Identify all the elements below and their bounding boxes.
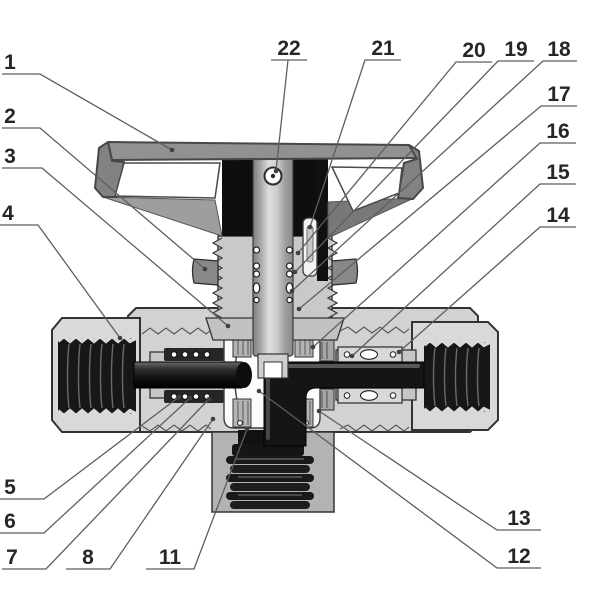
thread-zigzag-bottom-right xyxy=(339,424,410,432)
callout-label-18: 18 xyxy=(547,38,571,61)
callout-leader-11 xyxy=(146,428,248,570)
stem xyxy=(252,155,294,379)
callout-label-17: 17 xyxy=(547,83,570,106)
callout-leader-3 xyxy=(2,167,229,327)
callout-leader-21 xyxy=(309,59,401,228)
callout-anchor-2 xyxy=(202,266,208,272)
callout-label-19: 19 xyxy=(504,38,527,61)
thread-zigzag-top-right xyxy=(339,326,410,334)
callout-anchor-12 xyxy=(256,388,262,394)
handle-left-opening xyxy=(114,162,221,199)
stem-packing-rings xyxy=(252,246,294,304)
callout-label-11: 11 xyxy=(159,546,182,569)
callout-anchor-3 xyxy=(225,323,231,329)
callout-leader-18 xyxy=(291,60,577,292)
callout-label-5: 5 xyxy=(4,476,16,499)
right-port-threads xyxy=(422,337,491,417)
thread-zigzag-bottom-left xyxy=(141,424,212,432)
callout-leader-14 xyxy=(398,226,576,353)
callout-label-1: 1 xyxy=(4,51,16,74)
handle-left-end xyxy=(94,141,125,198)
callout-leader-19 xyxy=(294,60,534,273)
callout-label-22: 22 xyxy=(277,37,300,60)
panel-nut-left xyxy=(191,258,219,286)
callout-label-13: 13 xyxy=(507,507,530,530)
callout-anchor-7 xyxy=(206,396,212,402)
stem-shaft xyxy=(252,155,294,357)
callout-leader-8 xyxy=(66,418,214,570)
handle-top-face xyxy=(107,141,418,161)
callout-label-21: 21 xyxy=(371,37,395,60)
callout-anchor-5 xyxy=(176,394,182,400)
callout-anchor-22 xyxy=(273,168,279,174)
callout-anchor-20 xyxy=(295,250,301,256)
callout-anchor-15 xyxy=(349,353,355,359)
callout-label-4: 4 xyxy=(2,202,14,225)
callout-anchor-13 xyxy=(316,408,322,414)
callout-leader-7 xyxy=(2,398,210,570)
callout-label-2: 2 xyxy=(4,105,16,128)
handle-right-end xyxy=(397,144,424,200)
callout-anchor-1 xyxy=(169,147,175,153)
callout-label-16: 16 xyxy=(546,120,569,143)
callout-anchor-17 xyxy=(296,306,302,312)
callout-leader-1 xyxy=(2,73,173,151)
callout-anchor-4 xyxy=(117,335,123,341)
callout-leader-2 xyxy=(2,127,206,270)
thread-zigzag-top-left xyxy=(141,327,212,335)
callout-anchor-11 xyxy=(244,426,250,432)
callout-anchor-6 xyxy=(187,395,193,401)
handle-under-sweep-left xyxy=(102,196,223,237)
callout-leader-5 xyxy=(0,396,180,500)
callout-label-15: 15 xyxy=(546,161,570,184)
handle xyxy=(94,141,424,239)
callout-leader-12 xyxy=(258,390,541,569)
callout-label-20: 20 xyxy=(462,39,485,62)
callout-leader-17 xyxy=(298,105,577,310)
callout-label-7: 7 xyxy=(6,546,18,569)
callout-anchor-19 xyxy=(292,269,298,275)
left-tube-end-cap xyxy=(236,362,252,388)
callout-leader-20 xyxy=(297,61,492,254)
callout-leader-13 xyxy=(318,410,541,531)
stem-lower-notch xyxy=(263,361,283,379)
callout-leader-16 xyxy=(312,142,576,348)
callout-label-6: 6 xyxy=(4,510,16,533)
callout-label-14: 14 xyxy=(546,204,570,227)
callout-leader-4 xyxy=(0,224,121,339)
bonnet-thread-left xyxy=(211,237,224,319)
left-tube xyxy=(133,361,243,389)
callout-leader-6 xyxy=(0,397,191,534)
callout-label-3: 3 xyxy=(4,145,16,168)
callout-label-8: 8 xyxy=(82,546,94,569)
handle-hub-right-column xyxy=(317,156,328,281)
callout-anchor-18 xyxy=(289,288,295,294)
left-port-threads xyxy=(56,333,137,419)
callout-label-12: 12 xyxy=(507,545,530,568)
callout-anchor-8 xyxy=(210,416,216,422)
callout-anchor-21 xyxy=(307,224,313,230)
callout-anchor-16 xyxy=(310,344,316,350)
callout-anchor-14 xyxy=(396,349,402,355)
callout-leader-15 xyxy=(351,183,576,357)
callout-leader-22 xyxy=(271,59,307,172)
